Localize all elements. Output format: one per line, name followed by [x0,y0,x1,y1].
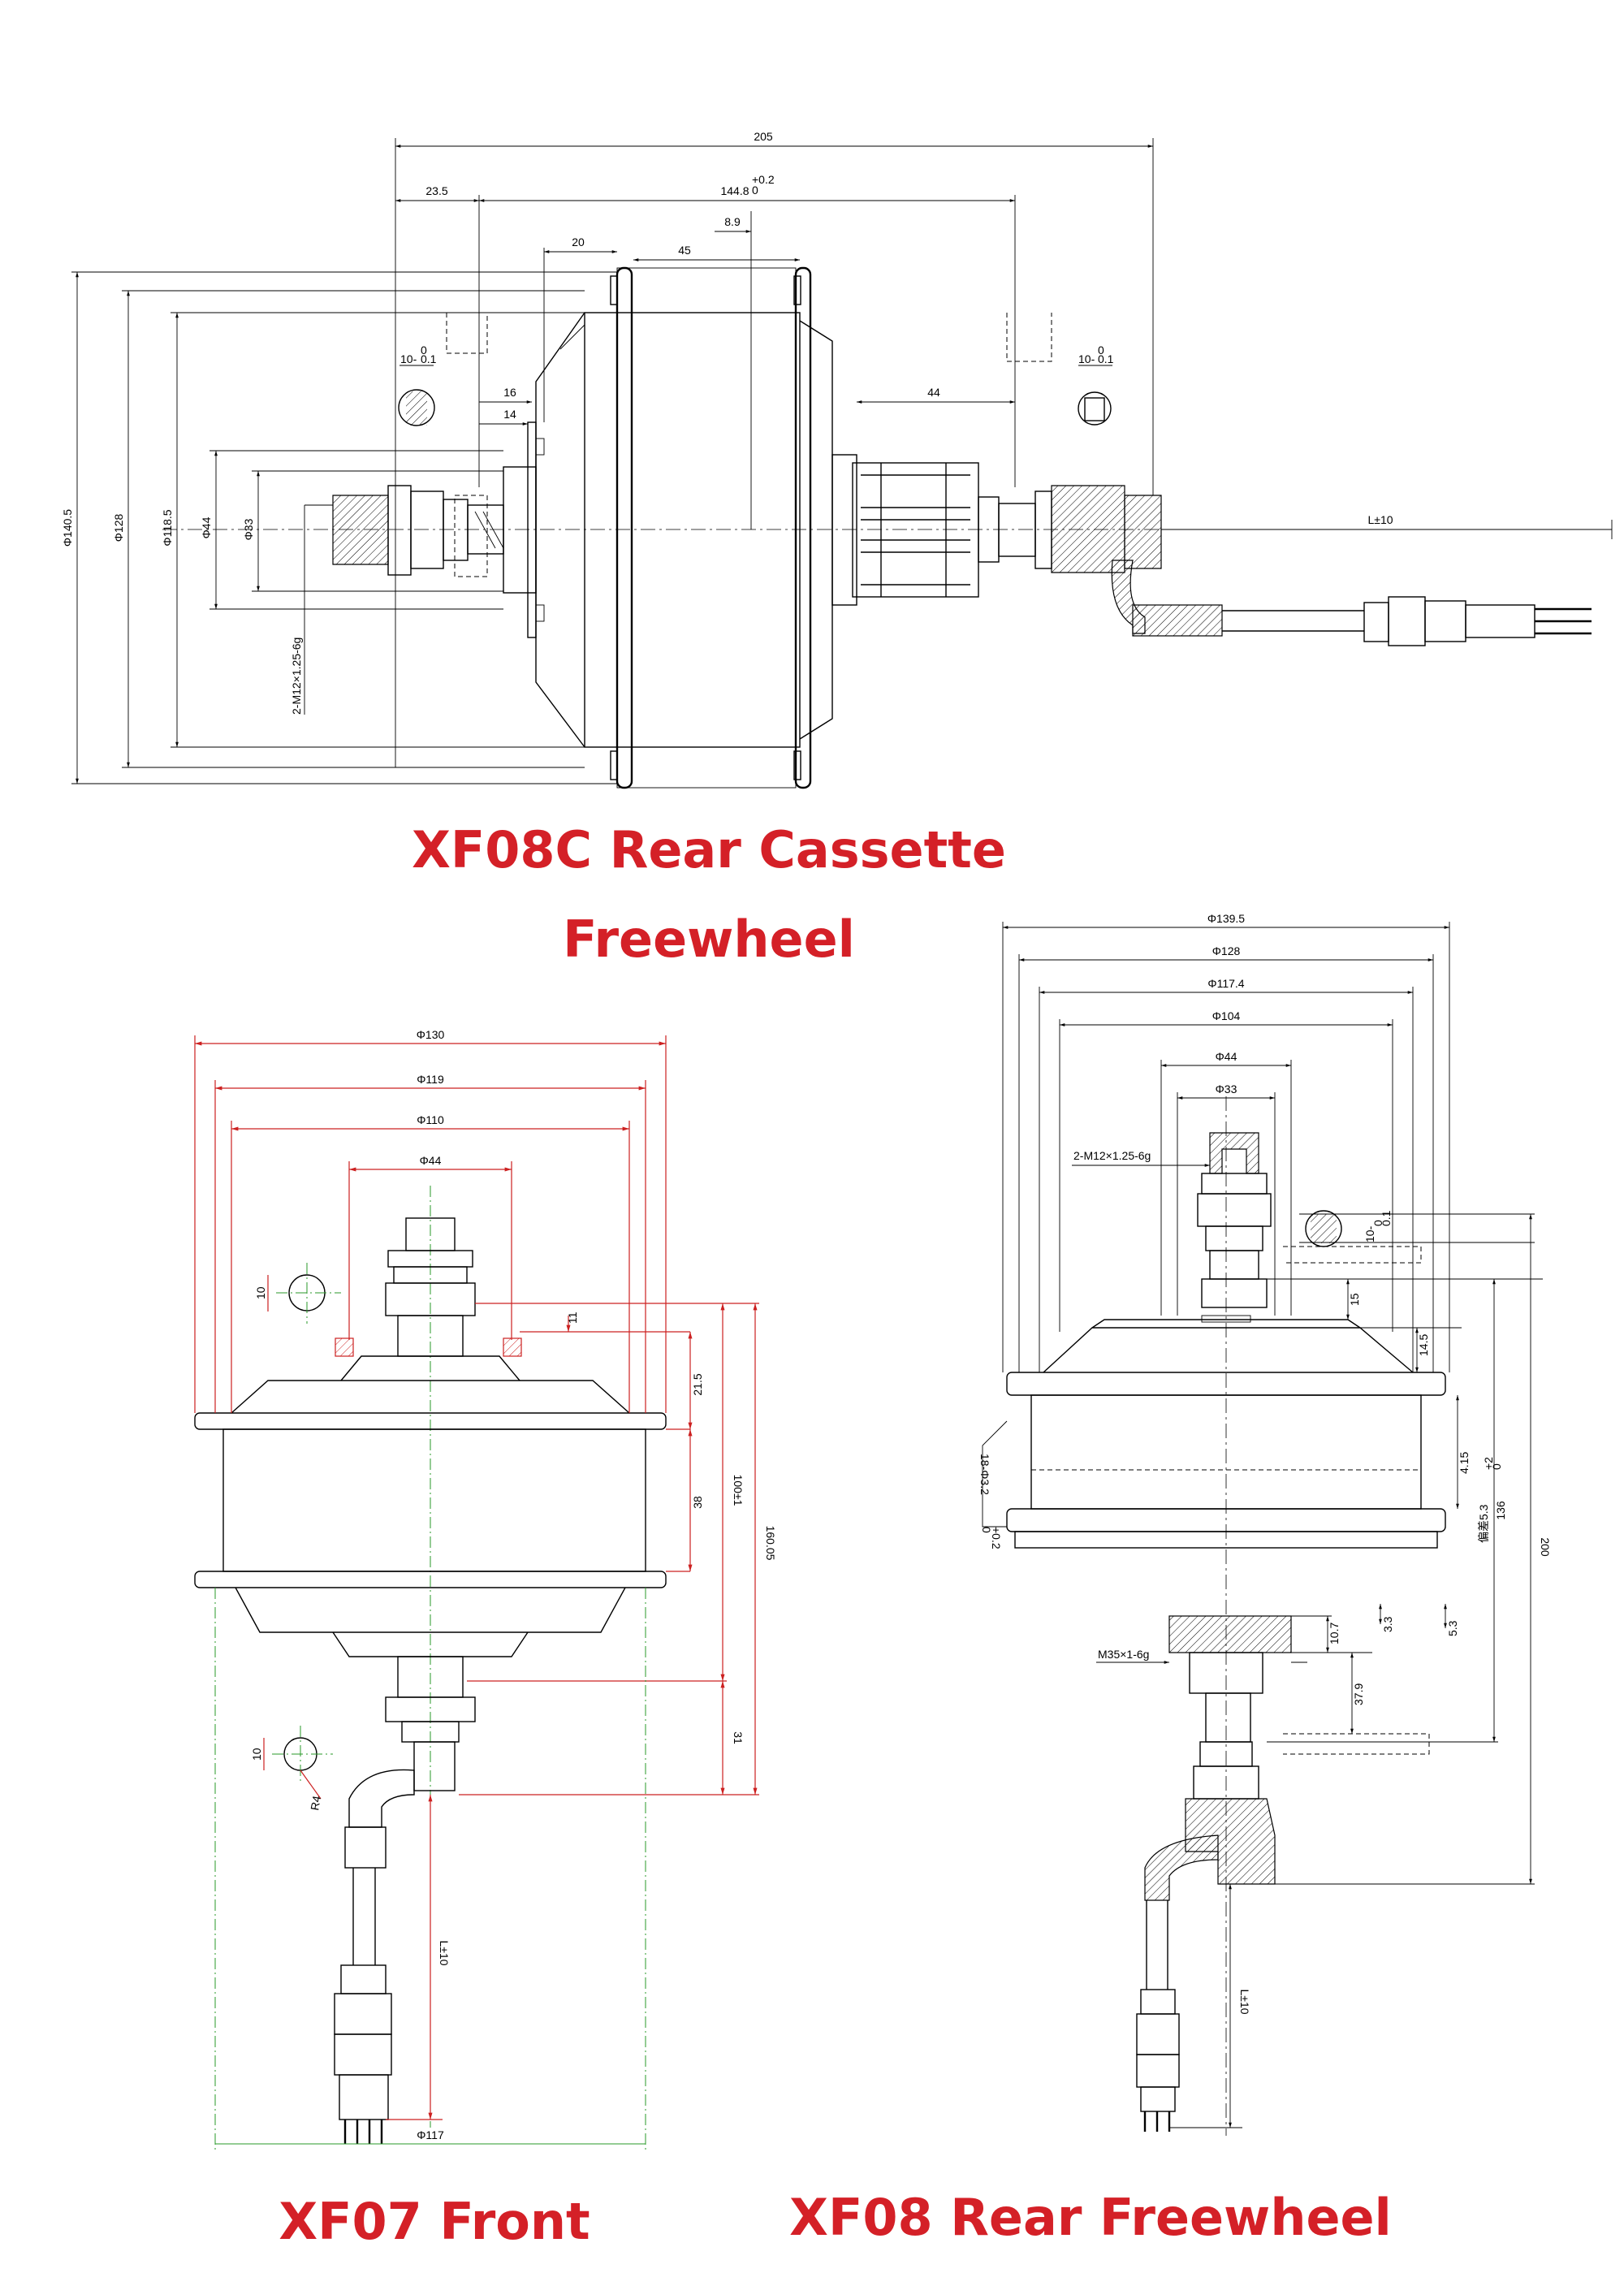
xf08-dim-3-3: 3.3 [1381,1616,1394,1632]
xf07-dim-phi-110: Φ110 [417,1113,444,1126]
dim-205: 205 [754,130,773,143]
xf07-dim-31: 31 [732,1731,745,1744]
xf08-dim-200: 200 [1539,1537,1552,1557]
dim-phi-33: Φ33 [242,518,255,540]
xf07-dim-21-5: 21.5 [691,1373,704,1395]
xf08-dim-phi-44: Φ44 [1216,1050,1237,1063]
title-xf08-rear: XF08 Rear Freewheel [789,2188,1392,2247]
dim-phi-118-5: Φ118.5 [161,509,174,546]
dim-16: 16 [503,386,516,399]
xf07-dim-38: 38 [691,1496,704,1509]
xf08-holes-tol2: 0 [980,1527,993,1533]
dim-10-left: 10- [400,352,417,365]
xf08-dim-10: 10- [1363,1225,1376,1242]
dim-23-5: 23.5 [425,184,447,197]
dim-144-8-tol2: 0 [752,184,758,197]
xf07-dim-phi-119: Φ119 [417,1073,444,1086]
xf08-dim-136: 136 [1494,1501,1507,1520]
dim-45: 45 [678,244,691,257]
xf07-dim-10-bottom: 10 [250,1748,263,1761]
xf08-holes-tol: +0.2 [990,1527,1003,1549]
dim-phi-128: Φ128 [112,514,125,542]
xf08-dim-136-tol2: 0 [1490,1463,1503,1470]
xf08-dim-phi-117-4: Φ117.4 [1207,977,1244,990]
xf07-dim-100: 100±1 [732,1475,745,1506]
xf07-dim-10-top: 10 [254,1286,267,1299]
dim-20: 20 [572,236,585,248]
dim-14: 14 [503,408,516,421]
dim-144-8-tol: +0.2 [752,173,775,186]
xf08-dim-37-9: 37.9 [1352,1683,1365,1705]
xf07-dim-phi-117: Φ117 [417,2128,444,2141]
xf07-dim-phi-44: Φ44 [420,1154,442,1167]
dim-phi-44: Φ44 [200,516,213,538]
dim-10-left-tol: 0 [421,344,427,357]
xf08-dim-10-7: 10.7 [1328,1623,1341,1644]
xf08-dim-136-tol: +2 [1482,1457,1495,1470]
xf08-dim-phi-139-5: Φ139.5 [1207,912,1245,925]
xf07-drawing: 10 10 R4 Φ130 Φ119 Φ110 Φ44 11 21.5 38 [194,1028,777,2251]
xf07-dim-11: 11 [566,1312,579,1324]
xf08-drawing: Φ139.5 Φ128 Φ117.4 Φ104 Φ44 Φ33 2-M12×1.… [789,912,1552,2247]
xf08-dim-10-tol2: 0.1 [1380,1210,1393,1226]
dim-44-right: 44 [927,386,940,399]
thread-spec-left: 2-M12×1.25-6g [290,637,303,715]
cable-length-top: L±10 [1367,513,1393,526]
xf08-dim-15: 15 [1348,1293,1361,1306]
xf08-dim-5-3: 5.3 [1446,1620,1459,1636]
xf07-dim-phi-130: Φ130 [417,1028,445,1041]
xf08-dim-phi-33: Φ33 [1216,1082,1237,1095]
title-xf07-front: XF07 Front [279,2192,590,2251]
dim-8-9: 8.9 [724,215,741,228]
dim-10-left-tol2: 0.1 [421,352,437,365]
xf08-thread-spec: 2-M12×1.25-6g [1073,1149,1151,1162]
dim-phi-140-5: Φ140.5 [61,509,74,547]
xf08-dim-14-5: 14.5 [1417,1334,1430,1356]
dim-144-8: 144.8 [720,184,749,197]
title-xf08c-line2: Freewheel [563,910,855,969]
xf08c-drawing: 205 23.5 144.8 +0.2 0 8.9 20 45 16 14 44… [61,130,1613,969]
dim-10-right-tol2: 0.1 [1098,352,1114,365]
xf08-dim-phi-104: Φ104 [1212,1009,1241,1022]
xf08-cable-length: L±10 [1238,1989,1251,2014]
dim-10-right-tol: 0 [1098,344,1104,357]
dim-10-right: 10- [1078,352,1095,365]
xf08-dim-10-tol: 0 [1371,1220,1384,1226]
xf07-cable-length: L±10 [438,1940,451,1965]
title-xf08c-line1: XF08C Rear Cassette [412,820,1006,879]
xf08-dim-phi-128: Φ128 [1212,944,1241,957]
xf08-dim-4-15: 4.15 [1458,1452,1471,1474]
xf07-dim-160-05: 160.05 [764,1526,777,1561]
xf08-holes: 18-Φ3.2 [978,1454,991,1495]
xf08-thread-m35: M35×1-6g [1098,1648,1149,1661]
xf08-note: 偏差5.3 [1477,1504,1490,1543]
xf07-radius-r4: R4 [308,1795,323,1812]
